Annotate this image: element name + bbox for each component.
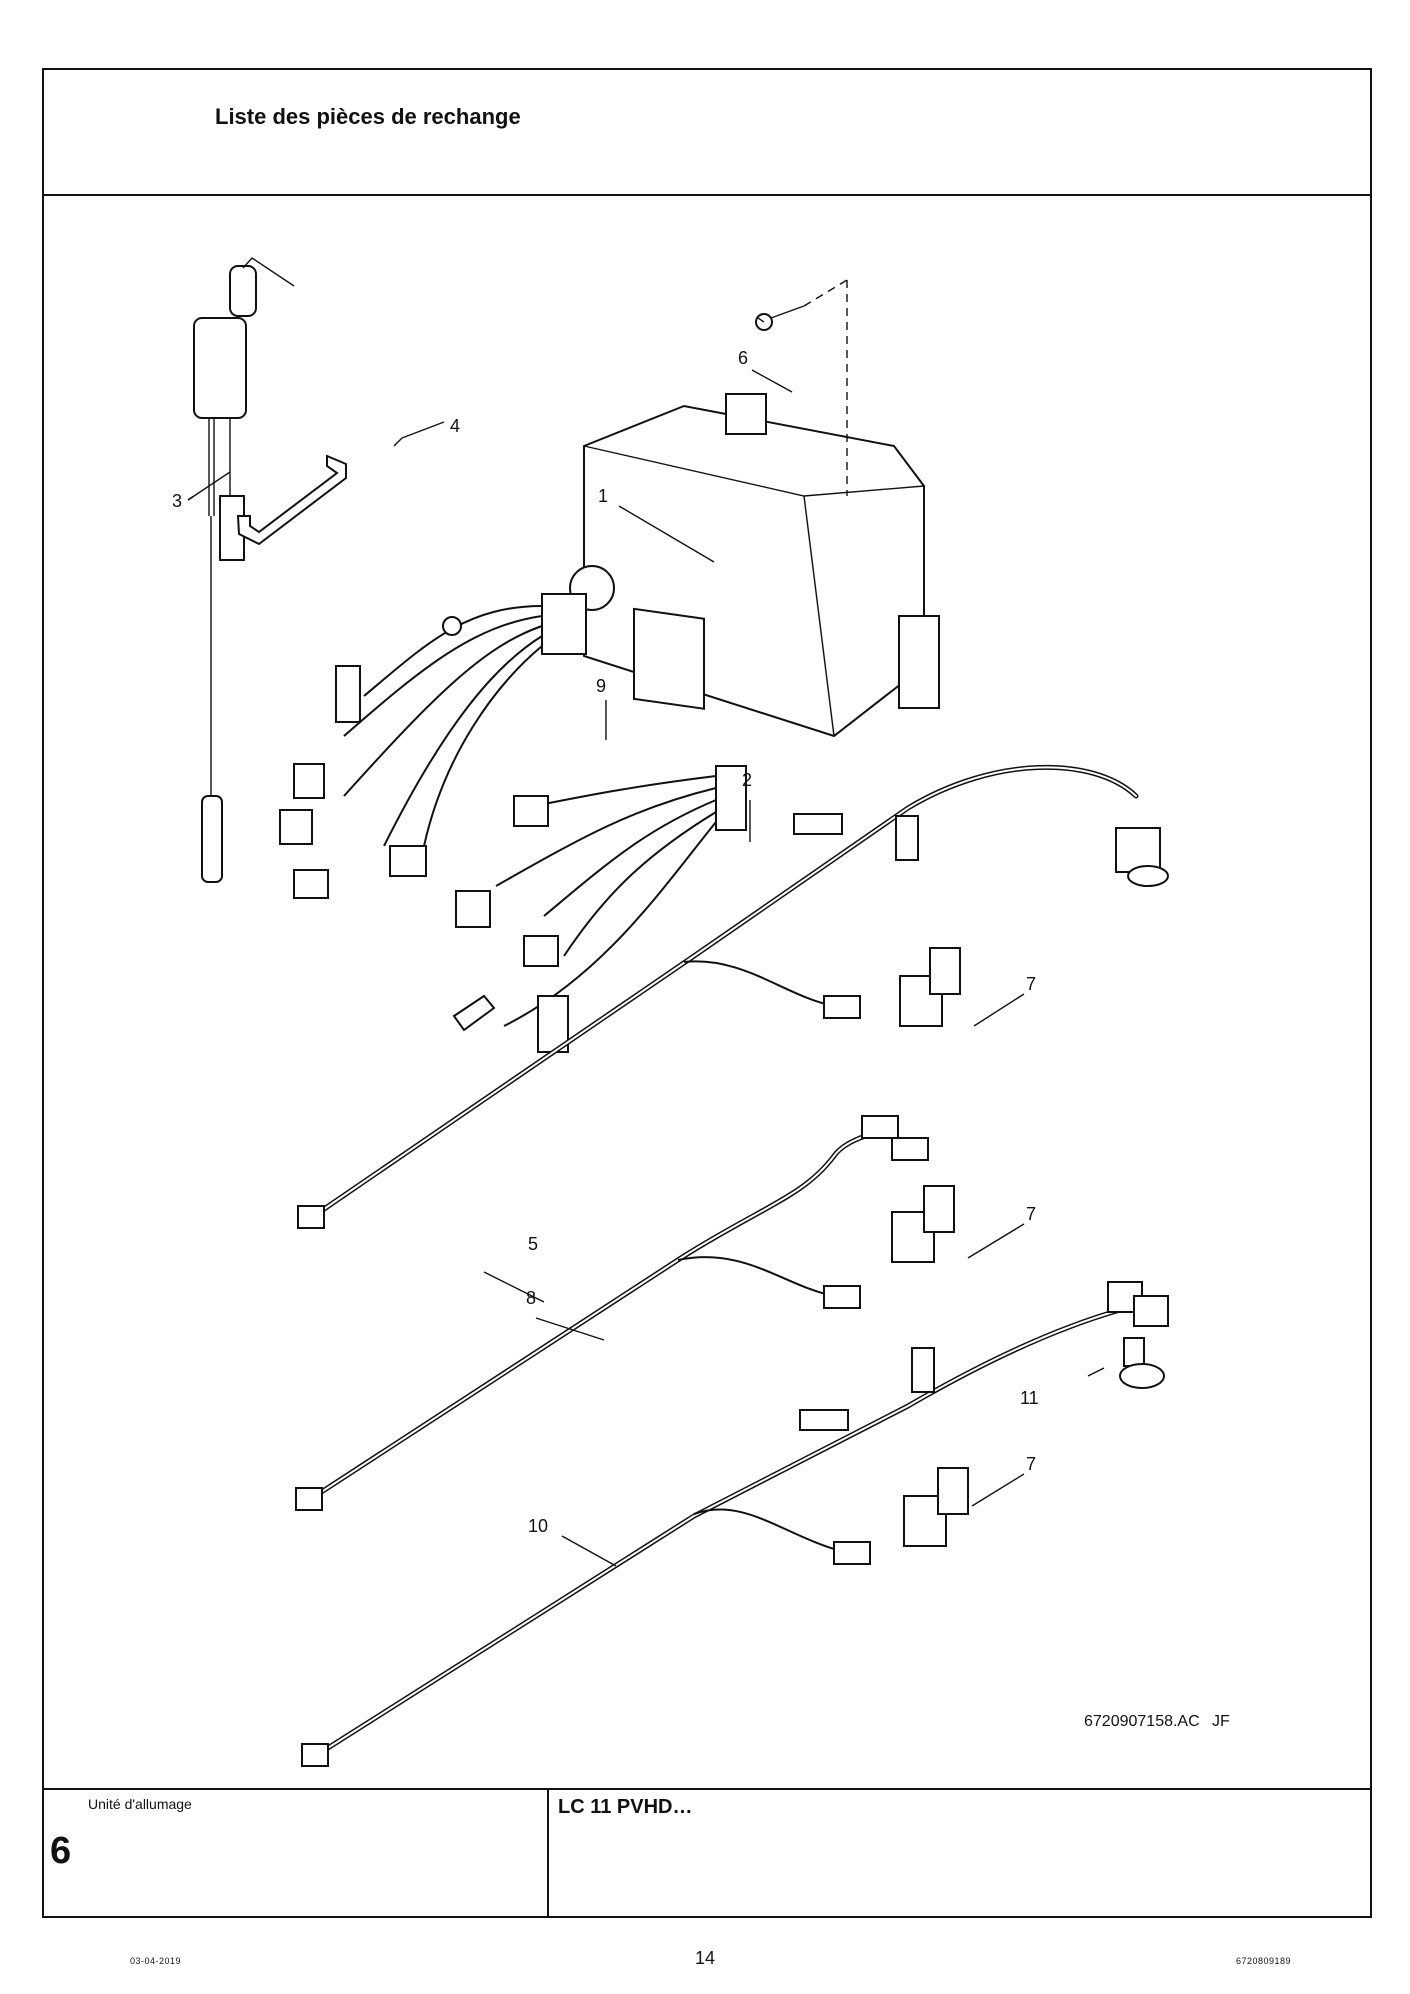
part-3-electrode	[193, 257, 295, 883]
callout-7-top: 7	[1026, 974, 1036, 994]
parts-illustration: 6 4 3 1 9 2 7 5 7 8 11 7 10 6720907158.A…	[172, 257, 1230, 1767]
part-10-harness	[301, 1281, 1169, 1767]
part-8-harness	[295, 1115, 929, 1511]
callout-1: 1	[598, 486, 608, 506]
section-label: Unité d'allumage	[88, 1796, 192, 1812]
callout-7-bottom: 7	[1026, 1454, 1036, 1474]
model-name: LC 11 PVHD…	[558, 1796, 693, 1818]
callout-5: 5	[528, 1234, 538, 1254]
callout-6: 6	[738, 348, 748, 368]
part-5-harness	[297, 764, 1169, 1229]
callout-11: 11	[1020, 1388, 1039, 1408]
callout-8: 8	[526, 1288, 536, 1308]
part-2-wiring-loom	[452, 765, 747, 1053]
callout-2: 2	[742, 770, 752, 790]
section-number: 6	[50, 1830, 72, 1872]
print-date: 03-04-2019	[130, 1956, 182, 1966]
part-9-wiring-loom	[279, 593, 587, 899]
part-7-switch-c	[903, 1467, 969, 1547]
part-1-control-unit	[569, 393, 940, 738]
callout-4: 4	[450, 416, 460, 436]
callout-9: 9	[596, 676, 606, 696]
section-cell: Unité d'allumage 6	[44, 1790, 549, 1916]
figure-reference-suffix: JF	[1212, 1713, 1230, 1730]
part-7-switch-a	[899, 947, 961, 1027]
header: Liste des pièces de rechange	[44, 70, 1370, 196]
figure-reference: 6720907158.AC	[1084, 1713, 1200, 1730]
callout-3: 3	[172, 491, 182, 511]
part-11-thermostat	[1119, 1337, 1165, 1389]
page-frame: Liste des pièces de rechange	[42, 68, 1372, 1918]
document-reference: 6720809189	[1236, 1956, 1292, 1966]
leader-lines	[187, 317, 1105, 1567]
callout-7-middle: 7	[1026, 1204, 1036, 1224]
part-7-switch-b	[891, 1185, 955, 1263]
page-number: 14	[694, 1948, 716, 1968]
exploded-view-drawing: 6 4 3 1 9 2 7 5 7 8 11 7 10 6720907158.A…	[44, 196, 1370, 1788]
footer: Unité d'allumage 6 LC 11 PVHD…	[44, 1788, 1370, 1916]
callout-10: 10	[528, 1516, 548, 1536]
page-title: Liste des pièces de rechange	[215, 104, 521, 129]
part-4-bracket	[236, 454, 347, 546]
